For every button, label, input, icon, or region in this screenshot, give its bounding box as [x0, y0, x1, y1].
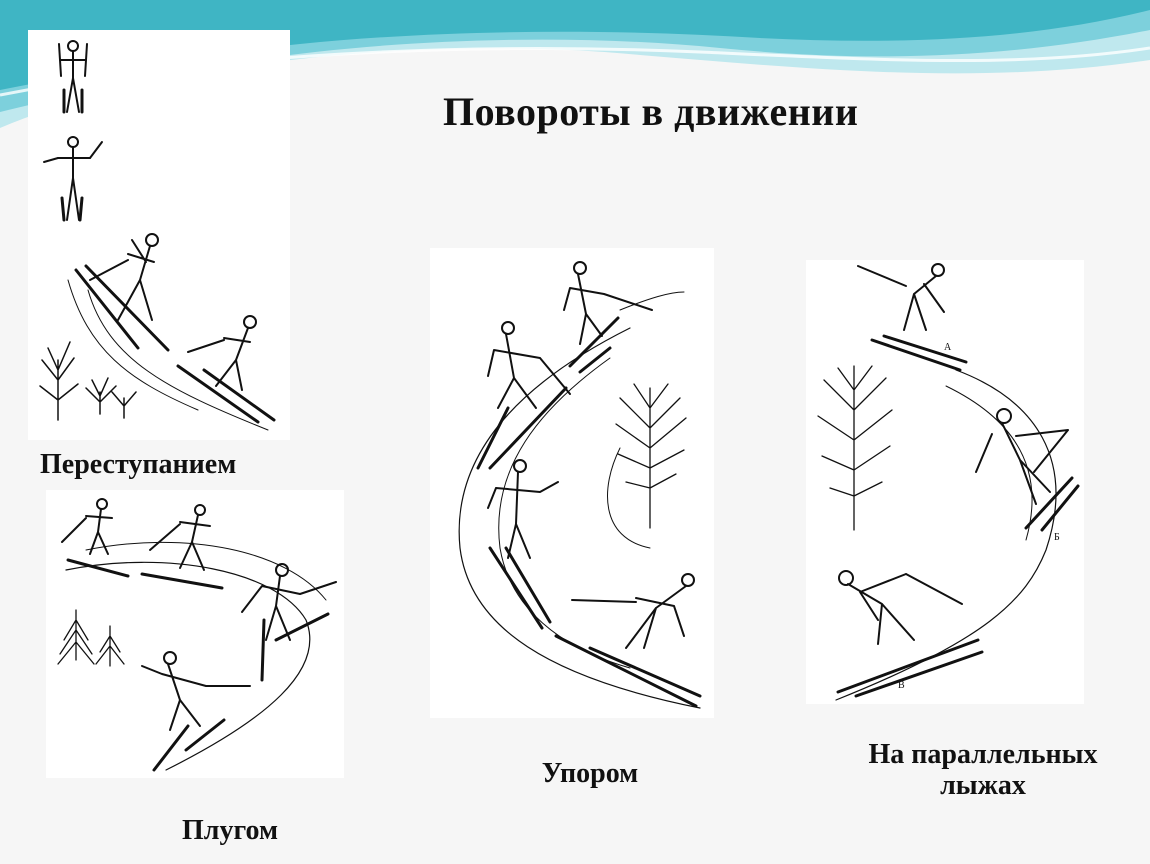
figure-letter-a: А: [944, 342, 952, 353]
figure-letter-v: В: [898, 680, 905, 691]
illustration-stepping-turn: [28, 30, 290, 440]
illustration-plough-turn: [46, 490, 344, 778]
caption-stem: Упором: [541, 758, 639, 789]
illustration-parallel-turn: А Б В: [806, 260, 1084, 704]
caption-stepping: Переступанием: [40, 449, 237, 480]
slide-title: Повороты в движении: [443, 89, 859, 134]
figure-letter-b: Б: [1054, 532, 1060, 543]
caption-parallel: На параллельных лыжах: [868, 739, 1098, 801]
illustration-stem-turn: [430, 248, 714, 718]
caption-plough: Плугом: [181, 815, 279, 846]
